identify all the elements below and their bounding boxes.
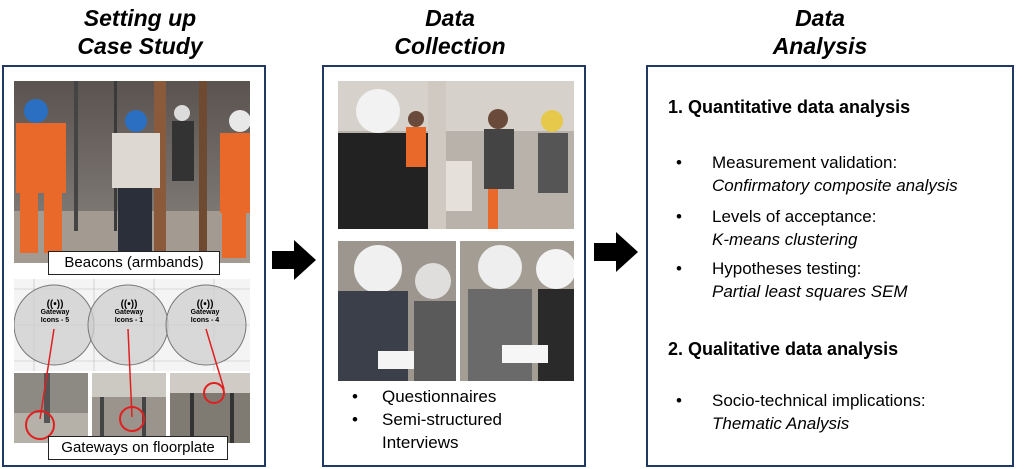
title-setup-line2: Case Study (77, 33, 203, 59)
quant-heading: 1. Quantitative data analysis (668, 97, 911, 117)
gateway-icon-5: ((•)) Gateway Icons - 5 (36, 299, 74, 325)
title-setup-line1: Setting up (83, 5, 197, 31)
wifi-icon: ((•)) (196, 299, 214, 310)
collection-item-interviews-line2: Interviews (382, 433, 459, 452)
wifi-icon: ((•)) (46, 299, 64, 310)
gateway-4-line2: Icons - 4 (190, 317, 220, 324)
gateway-1-line2: Icons - 1 (114, 317, 144, 324)
gateways-label: Gateways on floorplate (48, 436, 228, 460)
gateway-connector-lines (39, 328, 225, 420)
quant-item-text: Hypotheses testing: (712, 259, 862, 278)
interview-photo-2 (460, 241, 574, 381)
arrow-right-icon (272, 240, 316, 280)
gateway-5-line2: Icons - 5 (40, 317, 70, 324)
interview-photo-1 (338, 241, 456, 381)
list-item: •Questionnaires (352, 387, 497, 406)
qual-item-text: Socio-technical implications: (712, 391, 926, 410)
title-analysis-line2: Analysis (772, 33, 868, 59)
title-analysis-line1: Data (795, 5, 845, 31)
quant-item-method: K-means clustering (712, 230, 858, 249)
quant-item-method: Partial least squares SEM (712, 282, 908, 301)
collection-item-questionnaires: Questionnaires (382, 387, 497, 406)
gateway-photo-1 (14, 373, 88, 443)
gateway-icon-1: ((•)) Gateway Icons - 1 (110, 299, 148, 325)
gateway-4-line1: Gateway (190, 309, 220, 316)
analysis-content: 1. Quantitative data analysis • Measurem… (668, 97, 958, 433)
gateway-5-line1: Gateway (40, 309, 70, 316)
list-item: Interviews (352, 431, 502, 454)
quant-item-method: Confirmatory composite analysis (712, 176, 958, 195)
list-item: •Semi-structured (352, 410, 502, 429)
analysis-panel: 1. Quantitative data analysis • Measurem… (646, 65, 1014, 467)
collection-panel: •Questionnaires •Semi-structured Intervi… (322, 65, 586, 467)
gateway-icon-4: ((•)) Gateway Icons - 4 (186, 299, 224, 325)
setup-panel: Beacons (armbands) ((•)) Gateway Icons -… (2, 65, 266, 467)
title-collection-line2: Collection (394, 33, 506, 59)
wifi-icon: ((•)) (120, 299, 138, 310)
site-photo (14, 81, 250, 263)
questionnaire-photo (338, 81, 574, 229)
gateway-1-line1: Gateway (114, 309, 144, 316)
collection-bullet-list: •Questionnaires •Semi-structured Intervi… (352, 385, 502, 454)
title-setup: Setting up Case Study (20, 4, 260, 60)
qual-heading: 2. Qualitative data analysis (668, 339, 899, 359)
title-collection: Data Collection (325, 4, 575, 60)
quant-item-text: Levels of acceptance: (712, 207, 877, 226)
quant-item-text: Measurement validation: (712, 153, 898, 172)
floorplan-diagram: ((•)) Gateway Icons - 5 ((•)) Gateway Ic… (14, 279, 250, 371)
qual-item-method: Thematic Analysis (712, 414, 850, 433)
arrow-right-icon (594, 232, 638, 272)
title-collection-line1: Data (425, 5, 475, 31)
title-analysis: Data Analysis (700, 4, 940, 60)
beacons-label: Beacons (armbands) (48, 251, 220, 275)
gateway-photo-2 (92, 373, 166, 443)
collection-item-interviews-line1: Semi-structured (382, 410, 502, 429)
gateway-photo-3 (170, 373, 250, 443)
